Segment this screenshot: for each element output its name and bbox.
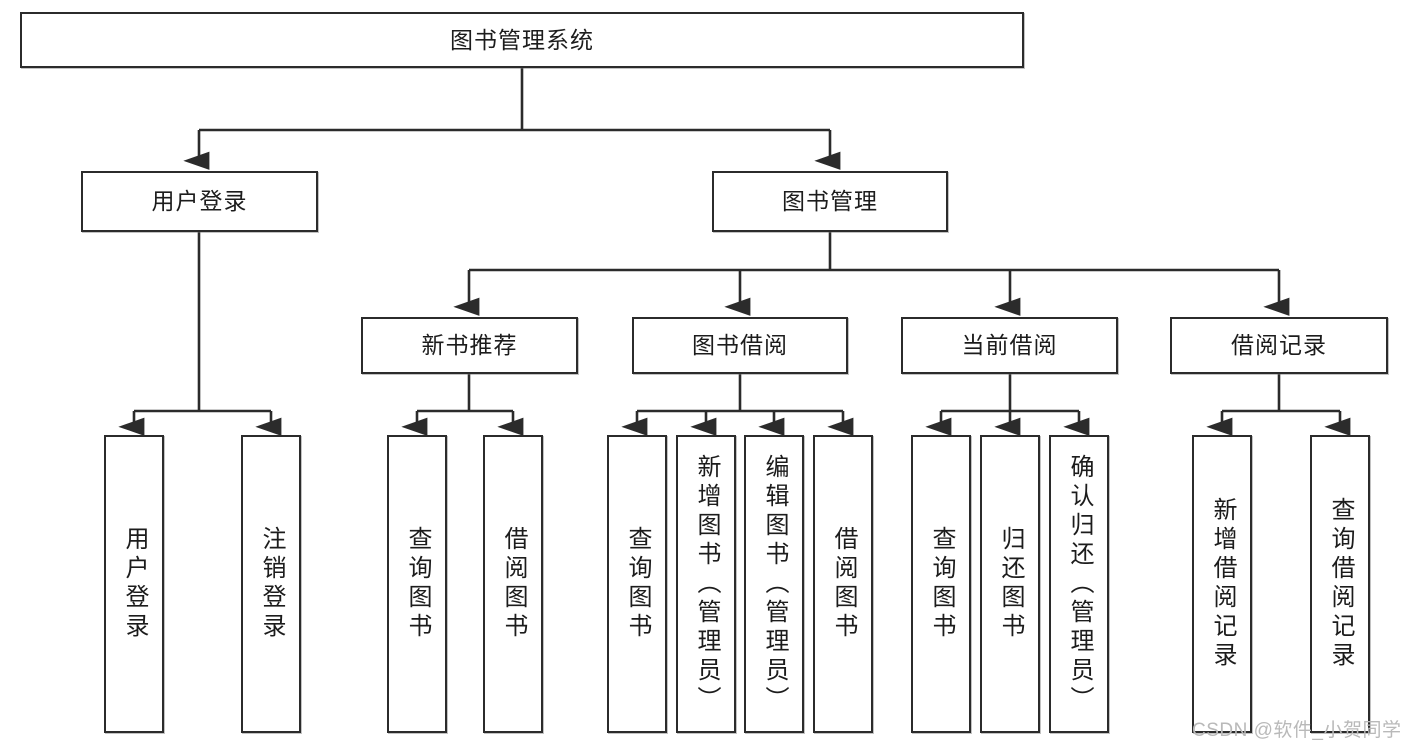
node-user-login-label: 用户登录 [151, 188, 248, 215]
node-leaf-query-books-borrow[interactable]: 查询图书 [607, 435, 667, 733]
node-leaf-logout-label: 注销登录 [258, 526, 285, 642]
node-leaf-query-borrow-record[interactable]: 查询借阅记录 [1310, 435, 1370, 733]
node-leaf-return-books[interactable]: 归还图书 [980, 435, 1040, 733]
node-leaf-logout[interactable]: 注销登录 [241, 435, 301, 733]
node-leaf-query-borrow-record-label: 查询借阅记录 [1327, 497, 1354, 671]
node-current-borrow-label: 当前借阅 [961, 332, 1058, 359]
node-leaf-edit-book-admin-label: 编辑图书（管理员） [761, 453, 788, 715]
node-leaf-user-login[interactable]: 用户登录 [104, 435, 164, 733]
node-leaf-query-books-borrow-label: 查询图书 [624, 526, 651, 642]
watermark-csdn: CSDN @软件_小贺同学 [1192, 720, 1402, 741]
node-leaf-borrow-books-recommendation-label: 借阅图书 [500, 526, 527, 642]
node-user-login[interactable]: 用户登录 [81, 171, 318, 232]
node-leaf-add-borrow-record-label: 新增借阅记录 [1209, 497, 1236, 671]
node-book-management[interactable]: 图书管理 [712, 171, 948, 232]
node-root-book-management-system[interactable]: 图书管理系统 [20, 12, 1024, 68]
node-new-book-recommendation[interactable]: 新书推荐 [361, 317, 578, 374]
node-leaf-edit-book-admin[interactable]: 编辑图书（管理员） [744, 435, 804, 733]
node-leaf-confirm-return-admin[interactable]: 确认归还（管理员） [1049, 435, 1109, 733]
node-borrow-records[interactable]: 借阅记录 [1170, 317, 1388, 374]
node-book-management-label: 图书管理 [782, 188, 878, 215]
node-root-label: 图书管理系统 [450, 26, 594, 53]
node-leaf-confirm-return-admin-label: 确认归还（管理员） [1066, 453, 1093, 715]
node-new-book-recommendation-label: 新书推荐 [421, 332, 518, 359]
node-leaf-add-book-admin[interactable]: 新增图书（管理员） [676, 435, 736, 733]
node-leaf-return-books-label: 归还图书 [997, 526, 1024, 642]
node-leaf-user-login-label: 用户登录 [121, 526, 148, 642]
node-leaf-add-book-admin-label: 新增图书（管理员） [693, 453, 720, 715]
node-leaf-borrow-books-label: 借阅图书 [830, 526, 857, 642]
node-leaf-query-books-recommendation-label: 查询图书 [404, 526, 431, 642]
node-book-borrow[interactable]: 图书借阅 [632, 317, 848, 374]
node-book-borrow-label: 图书借阅 [692, 332, 788, 359]
node-current-borrow[interactable]: 当前借阅 [901, 317, 1118, 374]
node-leaf-query-books-current[interactable]: 查询图书 [911, 435, 971, 733]
node-leaf-borrow-books-recommendation[interactable]: 借阅图书 [483, 435, 543, 733]
node-borrow-records-label: 借阅记录 [1231, 332, 1327, 359]
node-leaf-add-borrow-record[interactable]: 新增借阅记录 [1192, 435, 1252, 733]
node-leaf-query-books-current-label: 查询图书 [928, 526, 955, 642]
node-leaf-borrow-books[interactable]: 借阅图书 [813, 435, 873, 733]
node-leaf-query-books-recommendation[interactable]: 查询图书 [387, 435, 447, 733]
